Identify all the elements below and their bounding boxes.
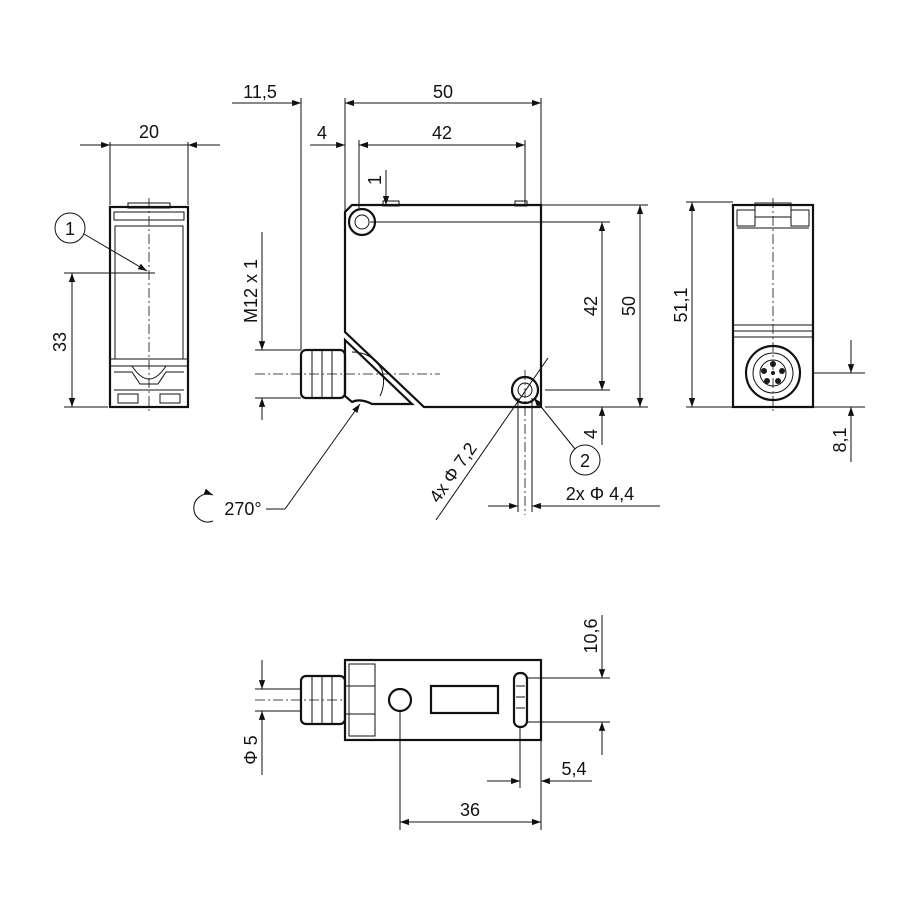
dim-4-side: 4	[581, 429, 601, 439]
dim-width-20: 20	[139, 122, 159, 142]
front-view-dimensions: 20 33 1	[50, 122, 220, 408]
dim-10-6: 10,6	[581, 618, 601, 653]
dim-holes-7-2: 4x Φ 7,2	[425, 439, 481, 507]
side-view-dimensions: 11,5 50 4 42 1 42 50 4 M12 x 1	[193, 82, 660, 523]
dim-d5: Φ 5	[241, 735, 261, 764]
dim-50-side: 50	[619, 296, 639, 316]
back-view	[731, 198, 815, 412]
dim-51-1: 51,1	[671, 287, 691, 322]
dim-5-4: 5,4	[561, 759, 586, 779]
dim-rotation: 270°	[224, 499, 261, 519]
back-view-dimensions: 51,1 8,1	[671, 201, 865, 462]
callout-1: 1	[65, 219, 75, 239]
dim-50-top: 50	[433, 82, 453, 102]
dim-8-1: 8,1	[830, 427, 850, 452]
dim-1: 1	[365, 175, 385, 185]
dim-height-33: 33	[50, 332, 70, 352]
dim-42-top: 42	[432, 123, 452, 143]
dim-thread: M12 x 1	[241, 259, 261, 323]
callout-2: 2	[580, 451, 590, 471]
top-view-dimensions: Φ 5 10,6 5,4 36	[241, 615, 610, 830]
side-view	[255, 200, 543, 515]
top-view	[255, 658, 543, 742]
dim-holes-4-4: 2x Φ 4,4	[566, 484, 634, 504]
dim-42-side: 42	[581, 296, 601, 316]
dim-36: 36	[460, 800, 480, 820]
dim-11-5: 11,5	[243, 82, 277, 102]
dim-4-top: 4	[317, 123, 327, 143]
front-view	[108, 198, 190, 412]
